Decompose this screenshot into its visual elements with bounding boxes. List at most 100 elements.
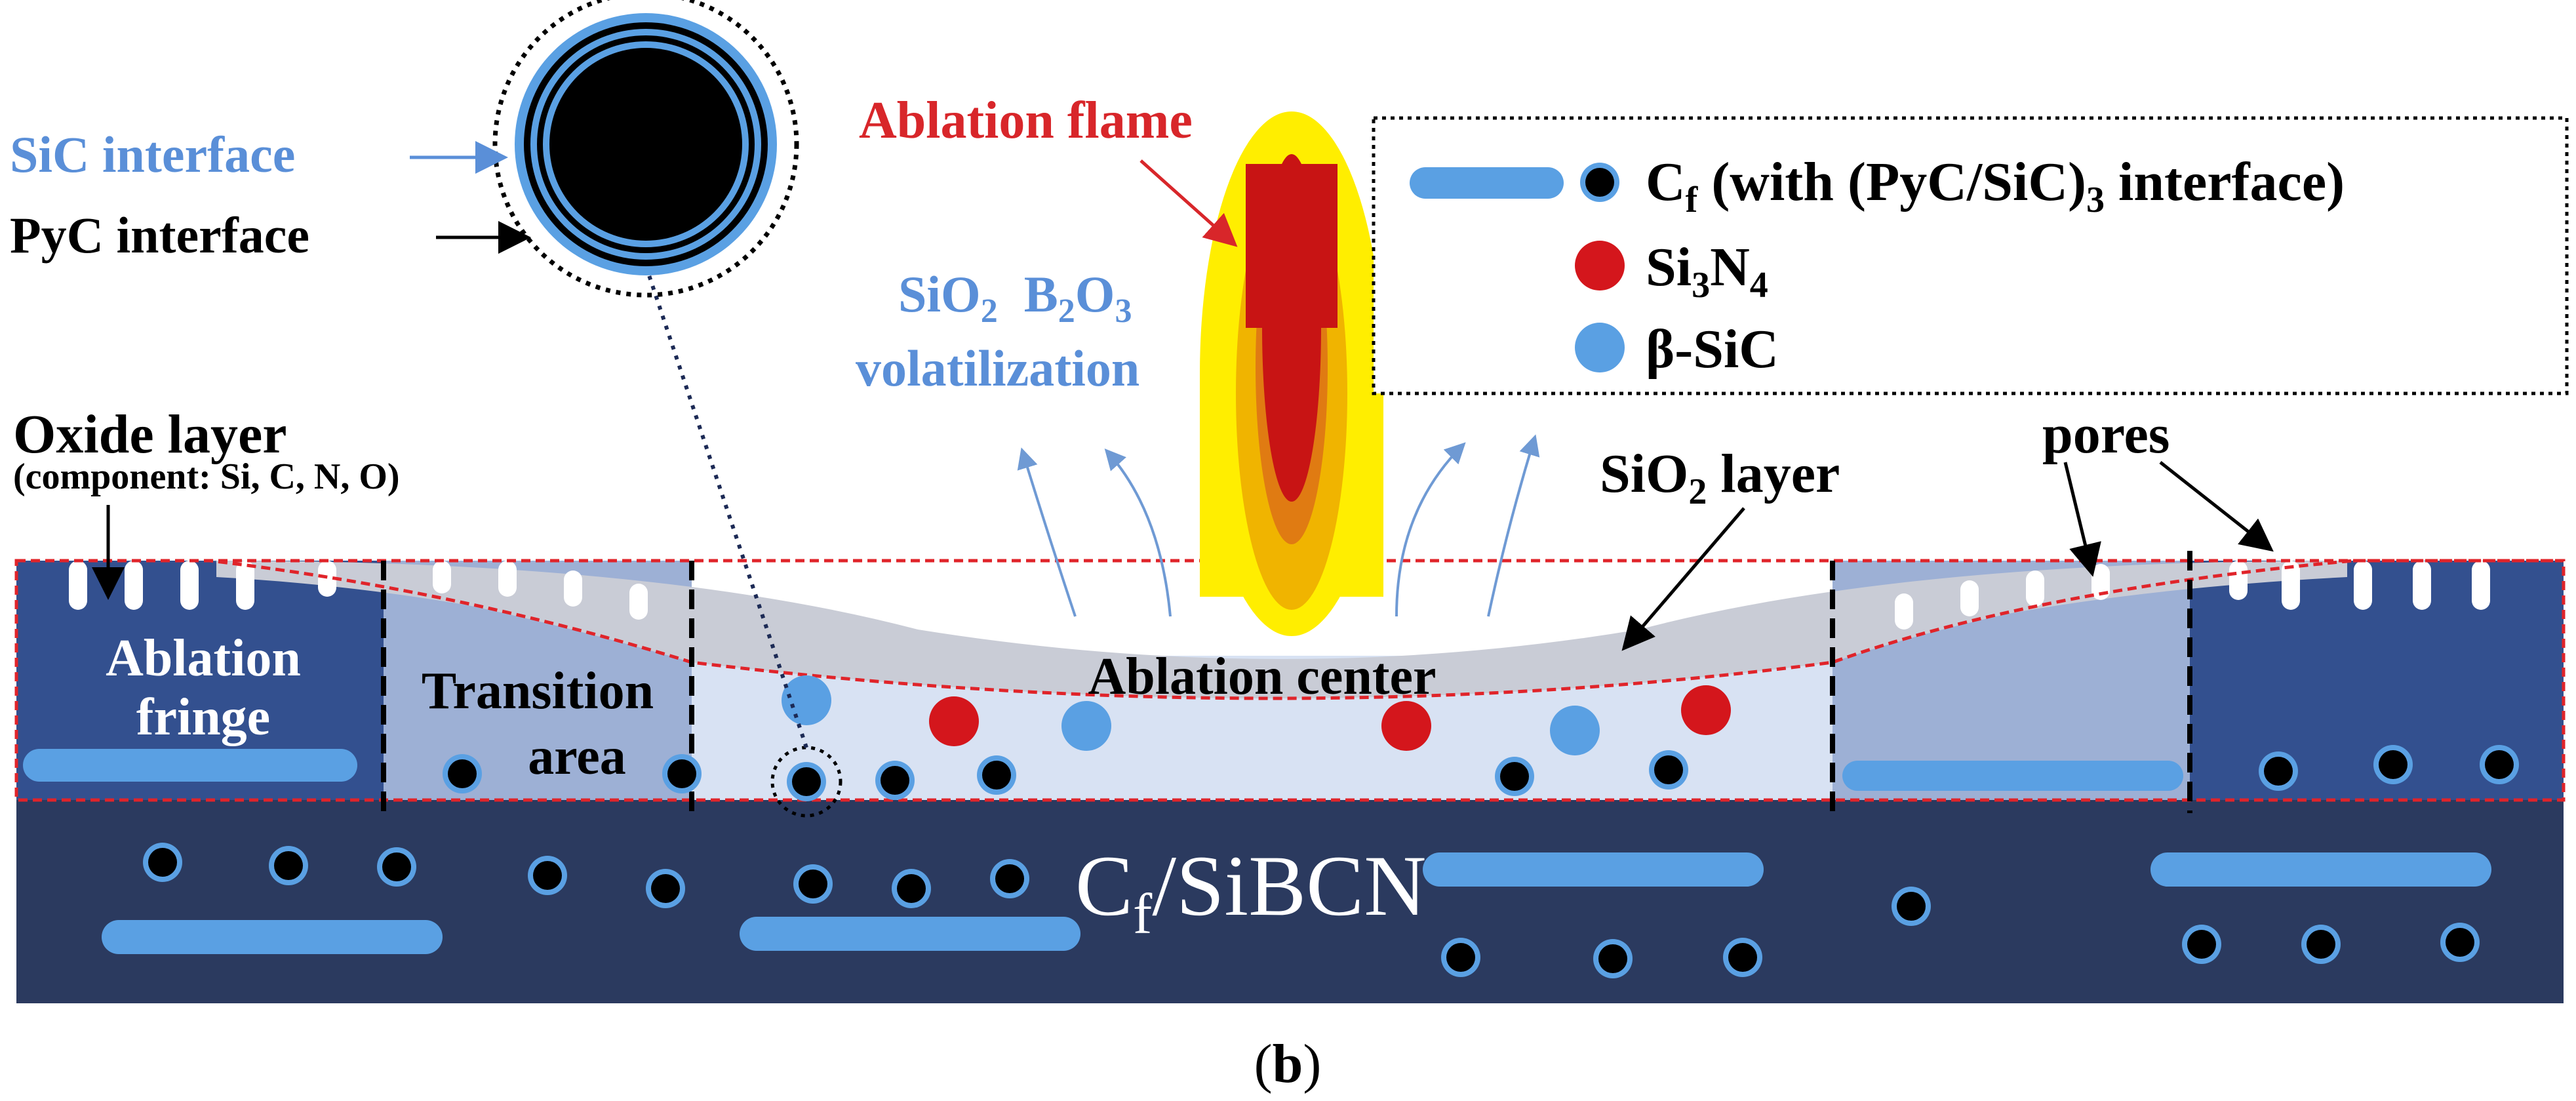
fiber-section bbox=[269, 846, 308, 885]
fiber-bar bbox=[2150, 852, 2491, 887]
si3n4-particle bbox=[1381, 701, 1431, 751]
volatile-sio2: SiO bbox=[898, 266, 981, 323]
volatile-sio2-sub: 2 bbox=[981, 292, 998, 330]
ablation-flame-label: Ablation flame bbox=[859, 92, 1193, 150]
fiber-section bbox=[2259, 751, 2298, 791]
pore bbox=[2472, 561, 2490, 610]
fiber-section bbox=[1593, 939, 1633, 978]
pore bbox=[69, 561, 87, 610]
legend-cf-rest: (with (PyC/SiC) bbox=[1697, 151, 2086, 212]
fiber-cross-sections bbox=[143, 745, 2519, 978]
fiber-section bbox=[793, 864, 833, 904]
fiber-section bbox=[2440, 923, 2480, 962]
pore bbox=[2229, 561, 2248, 600]
sio2-layer-rest: layer bbox=[1707, 443, 1840, 504]
fiber-bar bbox=[1842, 761, 2183, 791]
flow-arrow bbox=[1395, 442, 1466, 617]
legend-si3n4-swatch bbox=[1575, 241, 1625, 290]
legend-cf-rest-sub: 3 bbox=[2086, 180, 2105, 220]
flow-arrow bbox=[1487, 434, 1540, 617]
fiber-section bbox=[377, 847, 416, 887]
fiber-section bbox=[875, 761, 915, 800]
fiber-section bbox=[892, 869, 931, 908]
si3n4-particle bbox=[929, 696, 979, 746]
pore bbox=[318, 561, 336, 597]
ablation-fringe-label-2: fringe bbox=[136, 689, 270, 746]
fiber-section bbox=[990, 859, 1029, 898]
pore bbox=[498, 561, 517, 597]
fiber-bar bbox=[740, 917, 1080, 951]
pore bbox=[1895, 593, 1913, 630]
pore bbox=[180, 561, 199, 610]
flow-arrow bbox=[1104, 449, 1172, 617]
inset-fiber bbox=[492, 0, 799, 298]
pore bbox=[564, 571, 582, 607]
ablation-fringe-label-1: Ablation bbox=[106, 630, 301, 687]
fiber-section bbox=[2182, 925, 2221, 964]
sic-particle bbox=[1061, 701, 1111, 751]
magnified-fiber-marker bbox=[770, 746, 842, 818]
oxide-layer-label: Oxide layer bbox=[13, 404, 287, 465]
si3n4-particle bbox=[1681, 685, 1731, 735]
pore bbox=[629, 584, 648, 620]
sio2-layer-sub: 2 bbox=[1688, 471, 1707, 512]
fiber-section bbox=[787, 762, 826, 801]
sio2-layer-arrow bbox=[1621, 507, 1745, 651]
fiber-bar bbox=[23, 749, 357, 782]
pore bbox=[2282, 561, 2300, 610]
pore bbox=[433, 561, 451, 593]
legend-si-sub: 3 bbox=[1692, 265, 1710, 306]
fiber-section bbox=[2373, 745, 2413, 784]
legend-n-base: N bbox=[1710, 237, 1750, 298]
pore bbox=[1960, 580, 1979, 616]
flow-arrow bbox=[1017, 447, 1077, 617]
legend-n-sub: 4 bbox=[1750, 265, 1768, 306]
fiber-bar bbox=[102, 920, 443, 954]
legend-cf-label: Cf (with (PyC/SiC)3 interface) bbox=[1646, 151, 2345, 220]
caption-letter: b bbox=[1273, 1033, 1303, 1094]
ablation-flame-arrow bbox=[1139, 159, 1238, 247]
volatilization-label: volatilization bbox=[856, 340, 1139, 397]
volatile-o-sub: 3 bbox=[1115, 292, 1132, 330]
pore-notches bbox=[69, 561, 2490, 630]
substrate-sub: f bbox=[1133, 883, 1153, 946]
substrate-base: C bbox=[1075, 837, 1133, 934]
pore bbox=[2413, 561, 2431, 610]
sio2-layer-label: SiO2 layer bbox=[1600, 443, 1840, 512]
sic-interface-label: SiC interface bbox=[10, 126, 295, 183]
oxide-layer-surface bbox=[216, 561, 2347, 685]
sio2-layer-base: SiO bbox=[1600, 443, 1688, 504]
legend-si3n4-label: Si3N4 bbox=[1646, 237, 1768, 306]
fiber-section bbox=[1892, 887, 1931, 926]
fiber-section bbox=[1441, 938, 1480, 977]
legend-fiber-bar bbox=[1410, 167, 1564, 199]
oxide-component-label: (component: Si, C, N, O) bbox=[13, 456, 400, 497]
legend-si-base: Si bbox=[1646, 237, 1692, 298]
substrate-label: Cf/SiBCN bbox=[1075, 837, 1427, 946]
pore bbox=[236, 561, 254, 610]
axial-fibers bbox=[23, 749, 2491, 954]
sic-particle bbox=[782, 675, 831, 725]
legend-cf-base: C bbox=[1646, 151, 1686, 212]
legend-bsic-swatch bbox=[1575, 323, 1625, 372]
pores-arrow bbox=[2063, 462, 2101, 577]
pore bbox=[2354, 561, 2372, 610]
legend-cf-rest-b: interface) bbox=[2105, 151, 2345, 212]
substrate-rest: /SiBCN bbox=[1152, 837, 1426, 934]
pores-label: pores bbox=[2042, 404, 2170, 465]
substrate-layer bbox=[16, 800, 2564, 1003]
fiber-section bbox=[1723, 938, 1762, 977]
legend-box bbox=[1372, 116, 2569, 395]
ablation-flame bbox=[1200, 111, 1383, 636]
fiber-section bbox=[143, 843, 182, 882]
ablation-center-label: Ablation center bbox=[1088, 648, 1436, 706]
volatile-b-sub: 2 bbox=[1058, 292, 1075, 330]
magnify-link-line bbox=[641, 255, 808, 748]
fiber-section bbox=[2480, 745, 2519, 784]
fiber-section bbox=[662, 754, 702, 793]
transition-area-label-1: Transition bbox=[422, 662, 654, 720]
caption-open: ( bbox=[1254, 1033, 1273, 1094]
transition-area-label-2: area bbox=[528, 728, 626, 786]
